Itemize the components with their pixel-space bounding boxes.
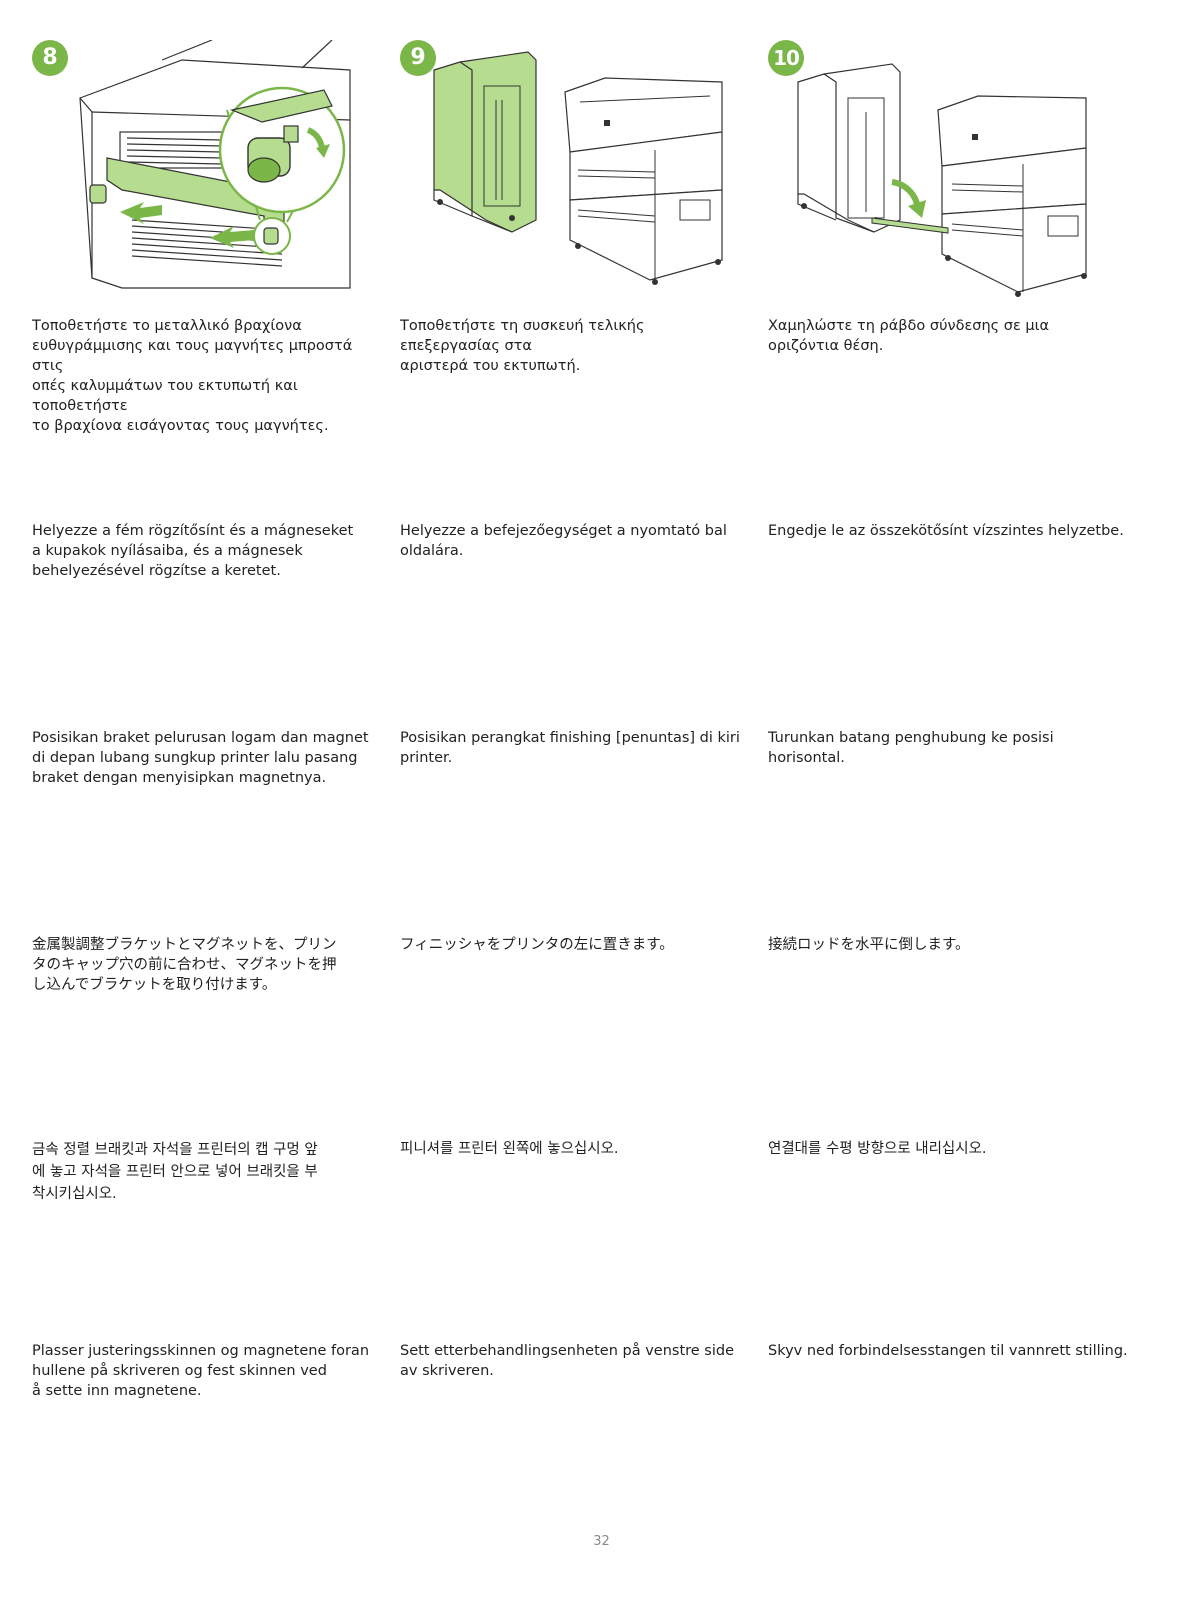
instruction-ko-step-8: 금속 정렬 브래킷과 자석을 프린터의 캡 구멍 앞 에 놓고 자석을 프린터 … (32, 1142, 318, 1202)
instruction-id-step-9: Posisikan perangkat finishing [penuntas]… (400, 730, 740, 766)
instruction-ja-step-10: 接続ロッドを水平に倒します。 (768, 937, 970, 953)
instruction-ko-step-10: 연결대를 수평 방향으로 내리십시오. (768, 1141, 987, 1157)
step-number-badge: 10 (768, 40, 804, 76)
instruction-no-step-8: Plasser justeringsskinnen og magnetene f… (32, 1343, 370, 1399)
instruction-el-step-9: Τοποθετήστε τη συσκευή τελικής επεξεργασ… (400, 318, 645, 374)
step-8: 8 (32, 40, 372, 310)
instruction-no-step-10: Skyv ned forbindelsesstangen til vannret… (768, 1343, 1128, 1359)
instruction-id-step-8: Posisikan braket pelurusan logam dan mag… (32, 730, 369, 786)
instruction-hu-step-9: Helyezze a befejezőegységet a nyomtató b… (400, 523, 727, 559)
step-9: 9 (400, 40, 740, 310)
instruction-el-step-10: Χαμηλώστε τη ράβδο σύνδεσης σε μια οριζό… (768, 318, 1050, 354)
bracket-magnet-illustration (79, 40, 351, 289)
instruction-el-step-8: Τοποθετήστε το μεταλλικό βραχίονα ευθυγρ… (32, 318, 353, 434)
instruction-hu-step-8: Helyezze a fém rögzítősínt és a mágnesek… (32, 523, 354, 579)
step-number-badge: 8 (32, 40, 68, 76)
instruction-id-step-10: Turunkan batang penghubung ke posisi hor… (768, 730, 1054, 766)
finisher-placement-illustration (433, 51, 723, 285)
page-number: 32 (593, 1534, 610, 1549)
connecting-rod-illustration (797, 63, 1087, 297)
instruction-ja-step-9: フィニッシャをプリンタの左に置きます。 (400, 937, 674, 953)
instruction-hu-step-10: Engedje le az összekötősínt vízszintes h… (768, 523, 1124, 539)
instruction-ja-step-8: 金属製調整ブラケットとマグネットを、プリン タのキャップ穴の前に合わせ、マグネッ… (32, 937, 337, 993)
step-number-badge: 9 (400, 40, 436, 76)
instruction-no-step-9: Sett etterbehandlingsenheten på venstre … (400, 1343, 735, 1379)
step-10: 10 (768, 40, 1108, 310)
instruction-ko-step-9: 피니셔를 프린터 왼쪽에 놓으십시오. (400, 1141, 619, 1157)
